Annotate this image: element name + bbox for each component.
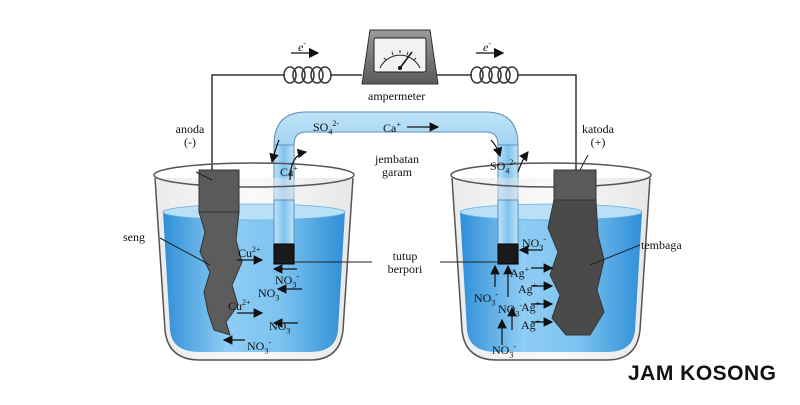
ion-sup: - (519, 301, 523, 310)
tembaga-label: tembaga (641, 238, 682, 252)
ampermeter-label: ampermeter (368, 89, 426, 103)
berpori-text: berpori (387, 262, 423, 276)
copper-electrode (547, 169, 605, 336)
cu-ion-2: Cu2+ (228, 297, 251, 312)
ion-base: SO (313, 120, 329, 134)
electron-charge: - (303, 39, 306, 48)
ion-sub: 3 (509, 350, 514, 360)
ion-sub: 3 (264, 346, 269, 356)
ion-sup: - (290, 318, 294, 327)
anoda-text: anoda (175, 122, 205, 136)
ion-base: Ag (510, 266, 525, 280)
right-coil-icon (470, 66, 519, 84)
ion-base: Cu (238, 246, 253, 260)
ion-base: NO (247, 339, 265, 353)
ion-sub: 4 (328, 127, 333, 137)
ca-bridge-top: Ca+ (383, 119, 401, 134)
ion-sup: + (532, 281, 538, 290)
anoda-sign: (-) (184, 135, 196, 149)
no3-right-4: NO3- (492, 341, 516, 361)
wire-circuit (211, 74, 577, 175)
leader-lines (159, 154, 641, 266)
ca-bridge-left: Ca+ (280, 163, 298, 178)
porous-plug-left (273, 243, 295, 265)
ag-ion-1: Ag+ (510, 264, 529, 279)
zinc-electrode (198, 169, 243, 336)
no3-left-3: NO3- (269, 317, 293, 337)
ion-base: NO (474, 291, 492, 305)
ion-sub: 3 (491, 298, 496, 308)
no3-left-2: NO3- (258, 284, 282, 304)
ion-sup: + (535, 317, 541, 326)
ion-sub: 3 (292, 280, 297, 290)
left-coil-icon (283, 66, 332, 84)
tutup-text: tutup (392, 249, 418, 263)
jembatan-garam-label: jembatan garam (366, 153, 428, 179)
katoda-text: katoda (582, 122, 614, 136)
ion-base: NO (522, 236, 540, 250)
ion-sup: + (524, 265, 530, 274)
no3-right-1: NO3- (522, 234, 546, 254)
electron-label-right: e- (483, 38, 491, 53)
electron-label-left: e- (298, 38, 306, 53)
ion-sub: 3 (515, 309, 520, 319)
ion-sub: 4 (505, 166, 510, 176)
ion-base: Ag (521, 318, 536, 332)
ion-sup: 2- (332, 119, 340, 128)
electron-symbol: e (483, 40, 489, 54)
so4-bridge-left: SO42- (313, 118, 339, 138)
jembatan-text: jembatan (375, 152, 419, 166)
ion-sup: 2+ (252, 245, 261, 254)
ion-base: NO (269, 319, 287, 333)
ion-sup: 2- (509, 158, 517, 167)
ion-sup: - (279, 285, 283, 294)
ion-sup: - (543, 235, 547, 244)
ion-sup: + (293, 164, 298, 173)
garam-text: garam (382, 165, 412, 179)
no3-left-1: NO3- (275, 271, 299, 291)
ion-sup: - (495, 290, 499, 299)
ag-ion-4: Ag+ (521, 316, 540, 331)
ampermeter-icon (361, 29, 439, 85)
katoda-label: katoda (+) (576, 123, 620, 149)
ion-sup: - (513, 342, 517, 351)
ion-sup: - (268, 338, 272, 347)
ion-base: SO (490, 159, 506, 173)
no3-right-3: NO3- (498, 300, 522, 320)
ion-sub: 3 (275, 293, 280, 303)
ion-sup: 2+ (242, 298, 251, 307)
anoda-label: anoda (-) (170, 123, 210, 149)
ion-arrows-left (222, 139, 308, 345)
ion-sub: 3 (539, 243, 544, 253)
ion-base: NO (498, 302, 516, 316)
ag-ion-3: Ag+ (521, 298, 540, 313)
electron-charge: - (488, 39, 491, 48)
ion-base: Ag (521, 300, 536, 314)
ion-base: Ag (518, 282, 533, 296)
so4-bridge-right: SO42- (490, 157, 516, 177)
ion-sup: - (296, 272, 300, 281)
ion-base: Ca (280, 165, 294, 179)
ion-base: Cu (228, 299, 243, 313)
ag-ion-2: Ag+ (518, 280, 537, 295)
katoda-sign: (+) (590, 135, 606, 149)
ion-base: NO (258, 286, 276, 300)
ion-sup: + (535, 299, 541, 308)
jam-kosong-logo: JAM KOSONG (628, 362, 777, 385)
ion-sup: + (396, 120, 401, 129)
ion-sub: 3 (286, 326, 291, 336)
ion-base: NO (492, 343, 510, 357)
ion-arrows-right (407, 122, 554, 345)
no3-right-2: NO3- (474, 289, 498, 309)
cu-ion-1: Cu2+ (238, 244, 261, 259)
electron-symbol: e (298, 40, 304, 54)
porous-plug-right (497, 243, 519, 265)
seng-label: seng (123, 230, 145, 244)
ion-base: NO (275, 273, 293, 287)
no3-left-4: NO3- (247, 337, 271, 357)
ion-base: Ca (383, 121, 397, 135)
tutup-berpori-label: tutup berpori (374, 250, 436, 276)
